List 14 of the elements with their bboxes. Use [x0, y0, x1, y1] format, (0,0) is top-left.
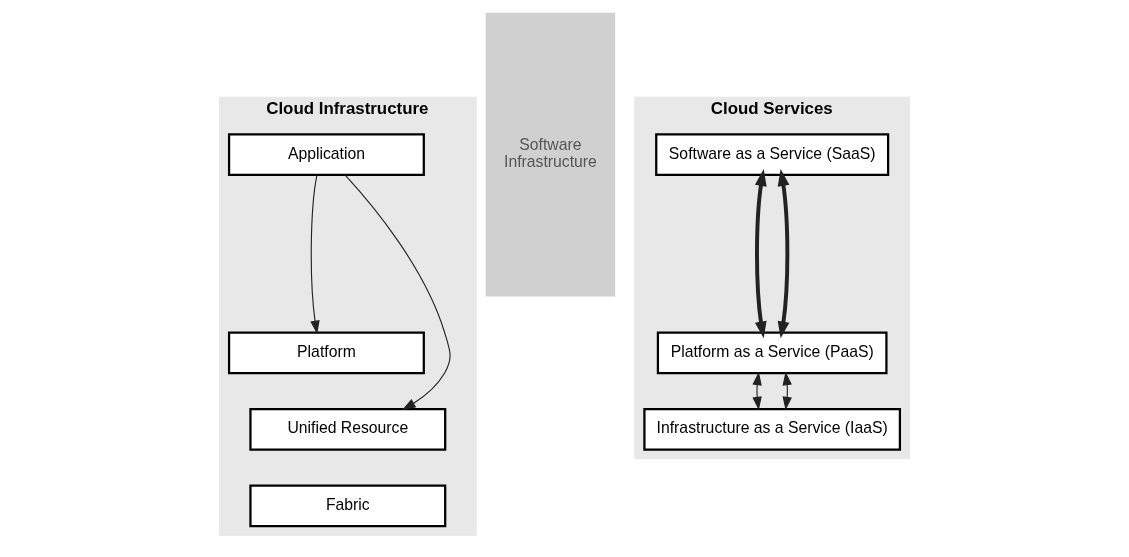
arrow	[777, 169, 790, 339]
node-box: Infrastructure as a Service (IaaS)	[643, 407, 902, 451]
node-box: Fabric	[249, 484, 447, 528]
node-box: Platform as a Service (PaaS)	[656, 331, 888, 375]
node-box: Software as a Service (SaaS)	[655, 133, 890, 177]
arrow	[782, 371, 792, 411]
arrow	[344, 174, 451, 410]
node-box: Application	[227, 133, 425, 177]
node-box: Unified Resource	[249, 407, 447, 451]
arrow	[752, 371, 762, 411]
node-box: Software Infrastructure	[485, 12, 616, 297]
arrow	[310, 174, 320, 335]
node-box: Platform	[227, 331, 425, 375]
arrow	[754, 169, 767, 339]
